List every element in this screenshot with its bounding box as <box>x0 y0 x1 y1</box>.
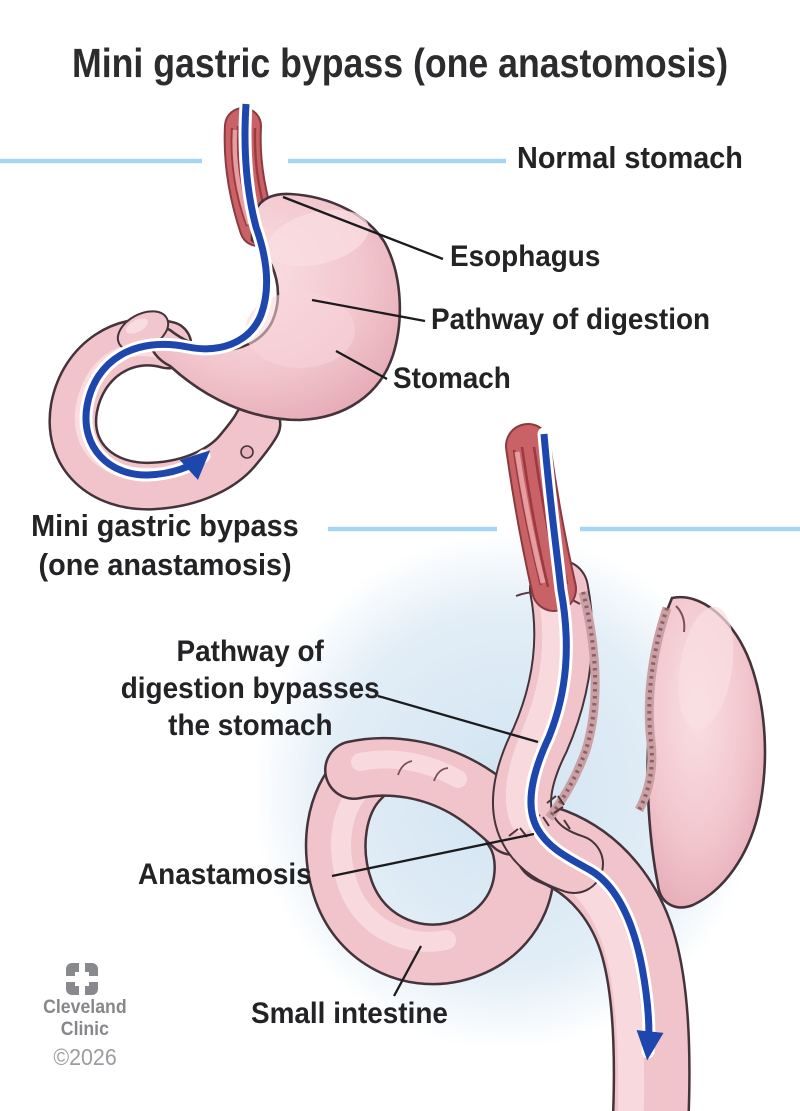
page-title: Mini gastric bypass (one anastomosis) <box>71 40 729 86</box>
leader-stomach <box>335 349 388 381</box>
stomach-body-highlight <box>245 292 355 368</box>
remnant-highlight <box>678 606 734 730</box>
esophagus-highlight-bypass <box>514 451 546 584</box>
leader-esophagus <box>282 195 444 261</box>
section-rule-lines <box>0 158 800 532</box>
esophagus-graphic-bypass <box>505 423 577 612</box>
bypass-pathway-label: Pathway of digestion bypasses the stomac… <box>120 635 380 742</box>
bypass-illustration <box>253 423 767 1111</box>
bypass-section-heading: Mini gastric bypass (one anastamosis) <box>31 508 299 582</box>
esophagus-label: Esophagus <box>450 240 601 273</box>
leader-anastamosis <box>331 832 535 878</box>
stomach-label: Stomach <box>393 362 511 395</box>
leader-pathway <box>311 298 426 323</box>
leader-bypass-pathway <box>377 694 539 744</box>
small-intestine-loop <box>304 745 556 986</box>
remnant-crease <box>675 605 686 633</box>
pouch-highlight <box>505 589 565 833</box>
small-intestine-label: Small intestine <box>251 997 448 1030</box>
digestion-pathway-normal <box>79 97 274 482</box>
pathway-of-digestion-label: Pathway of digestion <box>431 303 711 336</box>
normal-stomach-illustration <box>48 97 402 511</box>
pouch-staple-line <box>545 590 600 821</box>
intestine-creases <box>397 760 449 782</box>
cleveland-clinic-logo-icon <box>66 963 98 995</box>
fundus-highlight <box>267 209 369 267</box>
copyright-text: ©2026 <box>53 1044 117 1070</box>
remnant-stomach <box>635 595 767 909</box>
normal-stomach-heading: Normal stomach <box>517 140 743 175</box>
loop-highlight <box>331 780 456 952</box>
duodenum-papilla <box>240 445 254 459</box>
digestion-pathway-bypass <box>524 427 664 1061</box>
leader-lines <box>282 195 539 997</box>
remnant-staple-line <box>635 606 672 813</box>
esophagus-highlight <box>232 129 252 225</box>
brand-name: Cleveland Clinic <box>43 997 127 1040</box>
anastamosis-label: Anastamosis <box>138 858 312 891</box>
leader-small-intestine <box>392 945 423 997</box>
